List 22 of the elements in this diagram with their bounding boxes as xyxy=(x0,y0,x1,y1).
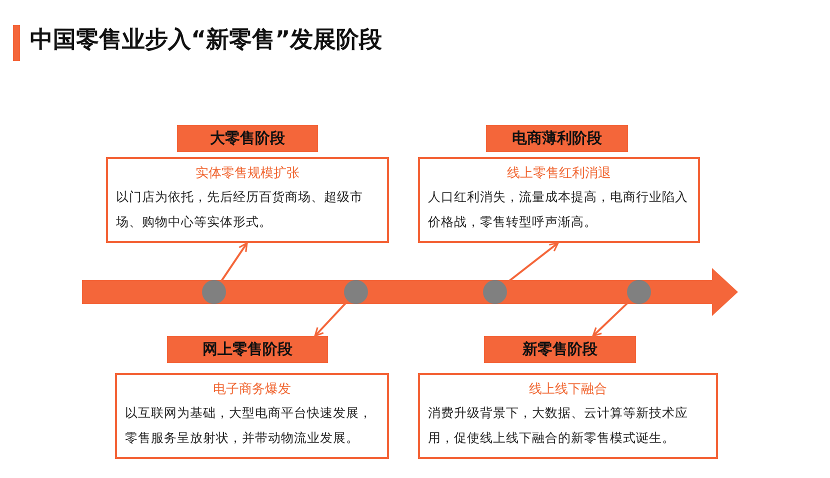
stage-name: 大零售阶段 xyxy=(210,129,285,148)
stage-label xyxy=(177,125,318,152)
stage-card xyxy=(418,373,718,459)
card-heading: 线上零售红利消退 xyxy=(506,165,612,183)
card-description: 人口红利消失，流量成本提高，电商行业陷入价格战，零售转型呼声渐高。 xyxy=(428,188,689,231)
stage-name: 新零售阶段 xyxy=(522,340,598,359)
stage-name: 电商薄利阶段 xyxy=(512,129,602,148)
stage-name: 网上零售阶段 xyxy=(202,340,292,359)
stage-label xyxy=(484,336,636,363)
arrow xyxy=(220,242,248,283)
card-heading: 实体零售规模扩张 xyxy=(194,165,300,183)
card-description: 以互联网为基础，大型电商平台快速发展，零售服务呈放射状，并带动物流业发展。 xyxy=(125,404,373,447)
card-description: 消费升级背景下，大数据、云计算等新技术应用，促使线上线下融合的新零售模式诞生。 xyxy=(428,404,689,447)
card-description: 以门店为依托，先后经历百货商场、超级市场、购物中心等实体形式。 xyxy=(116,188,364,231)
card-heading: 电子商务爆发 xyxy=(212,381,292,399)
title: 中国零售业步入“新零售”发展阶段 xyxy=(30,26,382,55)
stage-card xyxy=(418,157,700,243)
stage-card xyxy=(106,157,389,243)
stage-label xyxy=(486,125,628,152)
stage-label xyxy=(167,336,328,363)
card-heading: 线上线下融合 xyxy=(528,381,608,399)
stage-card xyxy=(115,373,389,459)
